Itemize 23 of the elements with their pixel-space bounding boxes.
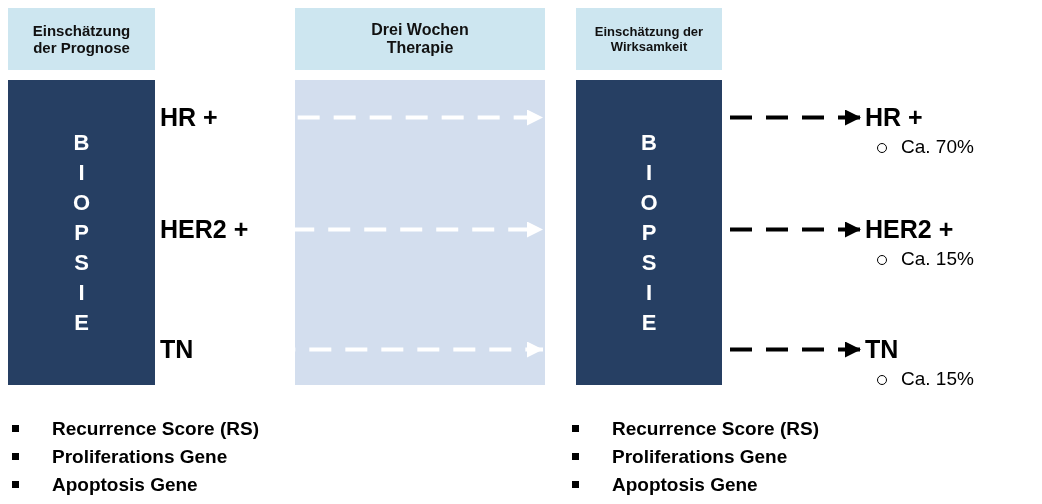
category-label: TN — [160, 335, 194, 364]
biopsy-bar: B I O P S I E — [8, 80, 155, 385]
list-item: Apoptosis Gene — [52, 474, 198, 496]
list-item: Apoptosis Gene — [612, 474, 758, 496]
category-label: TN — [865, 335, 900, 364]
list-item: Proliferations Gene — [612, 446, 788, 468]
percentage-text: Ca. 15% — [901, 368, 974, 389]
list-item: Recurrence Score (RS) — [612, 418, 819, 440]
header-box: Einschätzung der Prognose — [8, 8, 155, 70]
percentage-text: Ca. 15% — [901, 248, 974, 269]
dashed-arrow — [730, 341, 861, 358]
category-label: HR + — [865, 103, 924, 132]
header-box: Einschätzung der Wirksamkeit — [576, 8, 722, 70]
header-box: Drei Wochen Therapie — [295, 8, 545, 70]
list-item: Recurrence Score (RS) — [52, 418, 259, 440]
dashed-arrow — [730, 109, 861, 126]
percentage-text: Ca. 70% — [901, 136, 974, 157]
category-label: HER2 + — [865, 215, 955, 244]
biopsy-bar: B I O P S I E — [576, 80, 722, 385]
category-label: HER2 + — [160, 215, 249, 244]
list-item: Proliferations Gene — [52, 446, 228, 468]
dashed-arrow — [730, 221, 861, 238]
category-label: HR + — [160, 103, 218, 132]
